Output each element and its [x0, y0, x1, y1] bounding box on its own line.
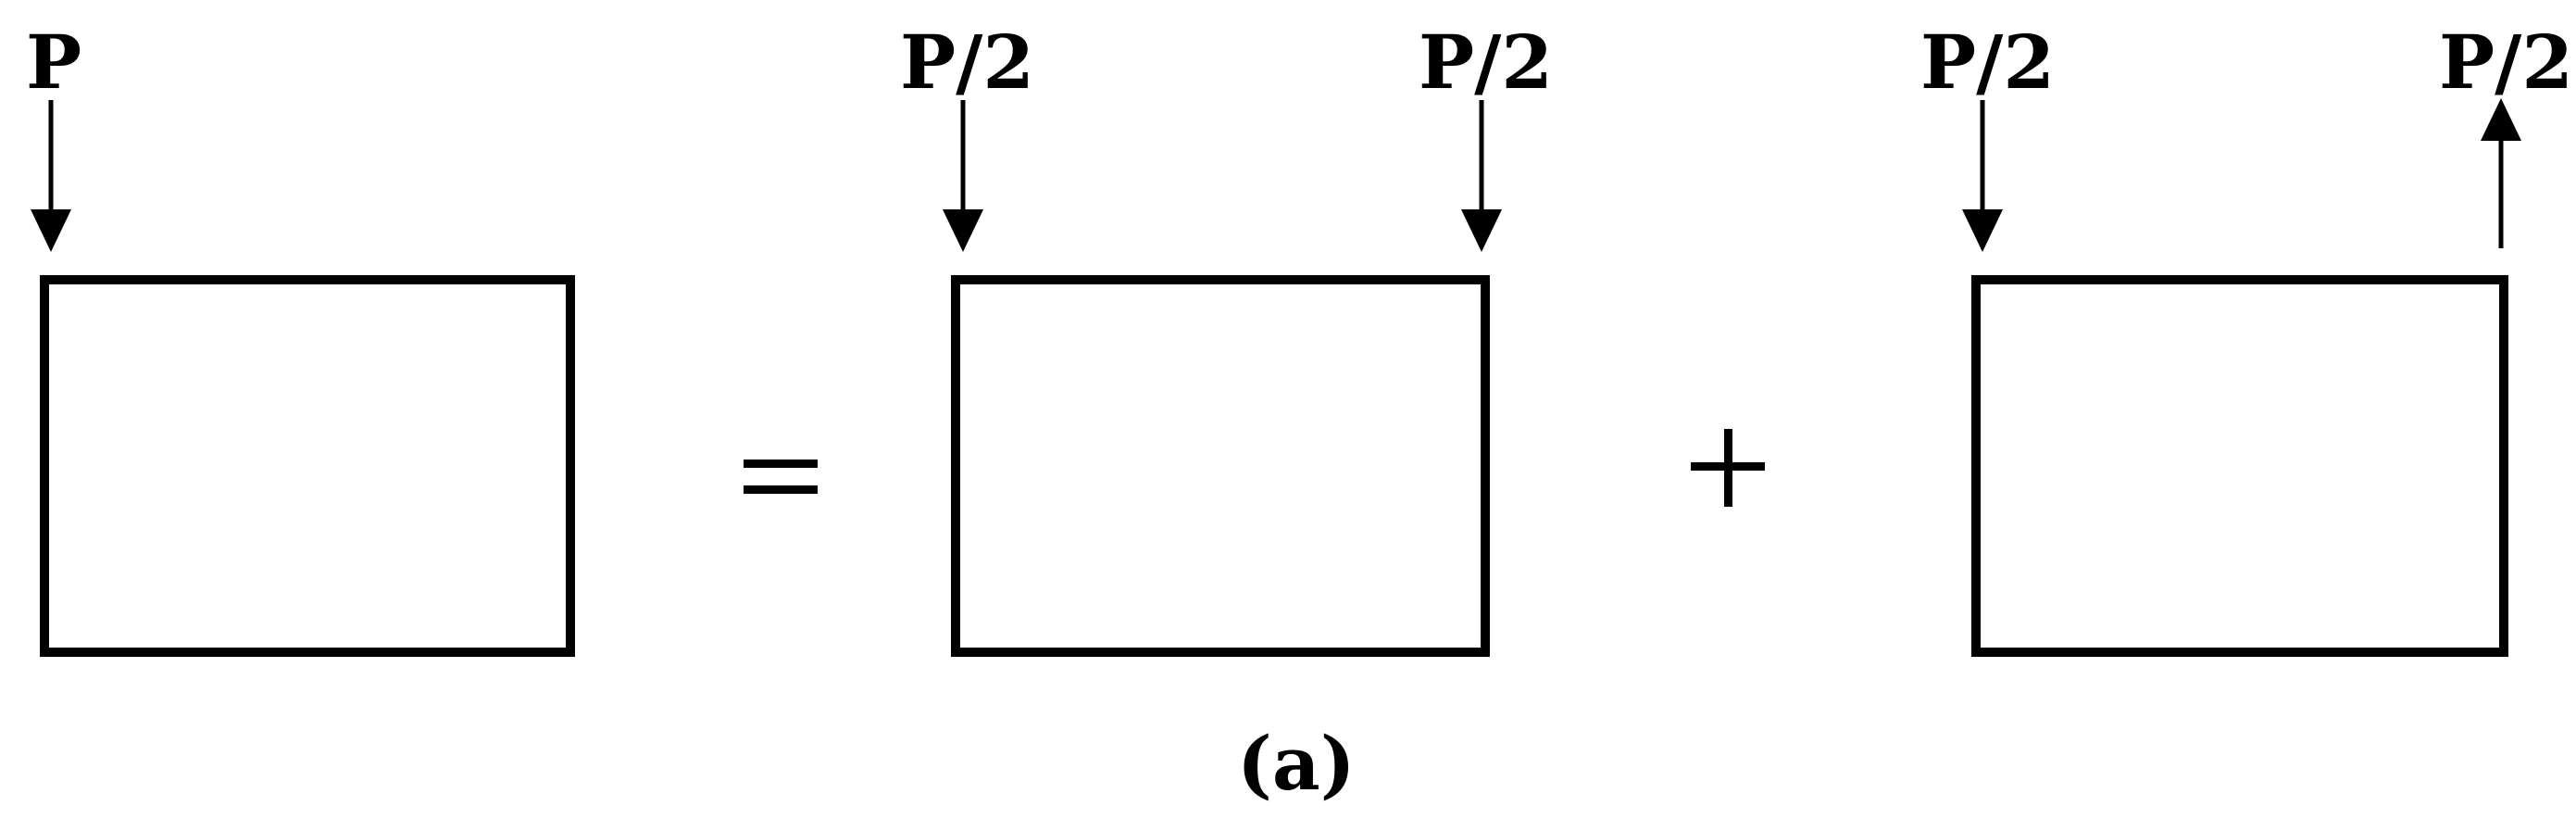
panel-total-load: P — [26, 19, 575, 657]
figure-caption: (a) — [1237, 720, 1356, 807]
panel-antisymmetric-load: P/2 P/2 — [1920, 19, 2573, 657]
panel-symmetric-load: P/2 P/2 — [900, 19, 1553, 657]
load-label-right: P/2 — [2439, 19, 2573, 106]
load-label-left: P/2 — [900, 19, 1034, 106]
load-label-p: P — [26, 19, 81, 106]
beam-box-antisymmetric — [1971, 275, 2508, 657]
load-label-left: P/2 — [1920, 19, 2055, 106]
arrow-down-icon — [943, 209, 983, 252]
beam-box-symmetric — [951, 275, 1490, 657]
plus-sign-text: + — [0, 0, 1, 1]
plus-operator — [1691, 429, 1765, 507]
arrow-up-icon — [2481, 98, 2521, 141]
beam-box-total — [40, 275, 575, 657]
arrow-down-icon — [31, 209, 71, 252]
arrow-down-icon — [1962, 209, 2003, 252]
equals-sign-text: = — [0, 0, 1, 1]
equals-operator — [744, 460, 818, 494]
arrow-down-icon — [1461, 209, 1502, 252]
load-label-right: P/2 — [1419, 19, 1553, 106]
